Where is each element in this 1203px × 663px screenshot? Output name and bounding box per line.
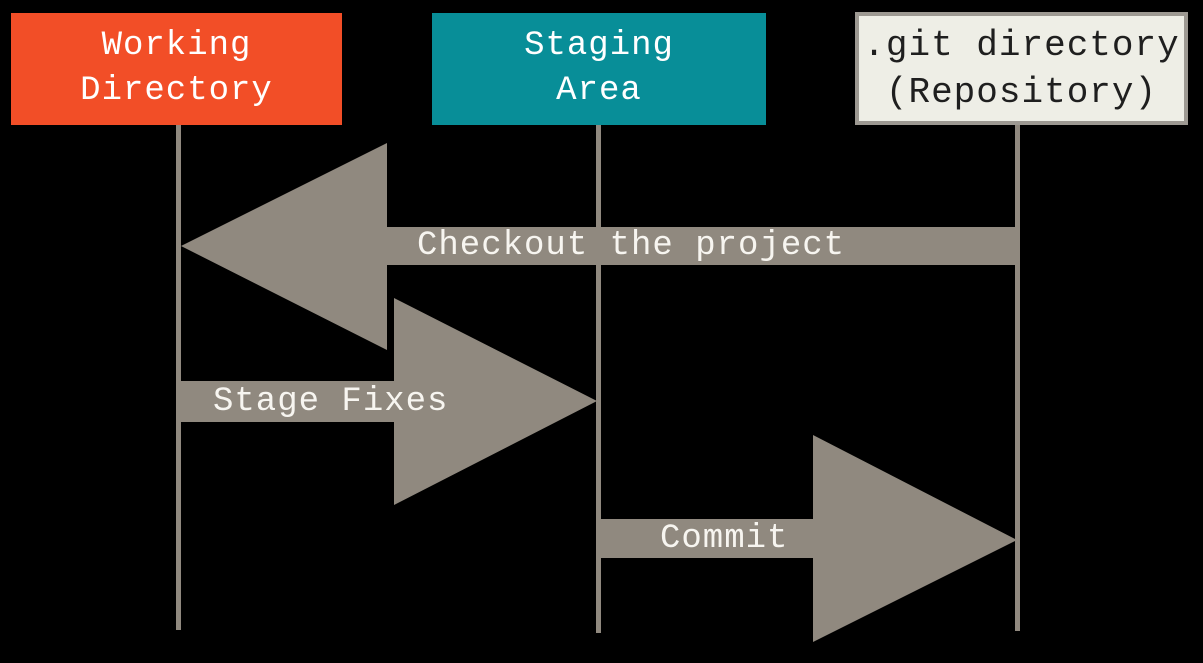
- staging-area-lifeline: [596, 125, 601, 633]
- stage-fixes-arrow-label: Stage Fixes: [213, 382, 449, 421]
- staging-area-label: Staging Area: [524, 27, 674, 110]
- staging-area-box: Staging Area: [432, 13, 766, 125]
- checkout-arrow: [181, 143, 1018, 350]
- stage-fixes-arrow: [179, 298, 597, 505]
- git-directory-box: .git directory (Repository): [855, 12, 1188, 125]
- commit-arrow: [598, 435, 1017, 642]
- working-directory-box: Working Directory: [11, 13, 342, 125]
- working-directory-lifeline: [176, 125, 181, 630]
- working-directory-label: Working Directory: [80, 27, 273, 110]
- git-directory-lifeline: [1015, 125, 1020, 631]
- commit-arrow-label: Commit: [660, 519, 789, 558]
- checkout-arrow-label: Checkout the project: [417, 226, 846, 265]
- git-directory-label: .git directory (Repository): [863, 24, 1180, 113]
